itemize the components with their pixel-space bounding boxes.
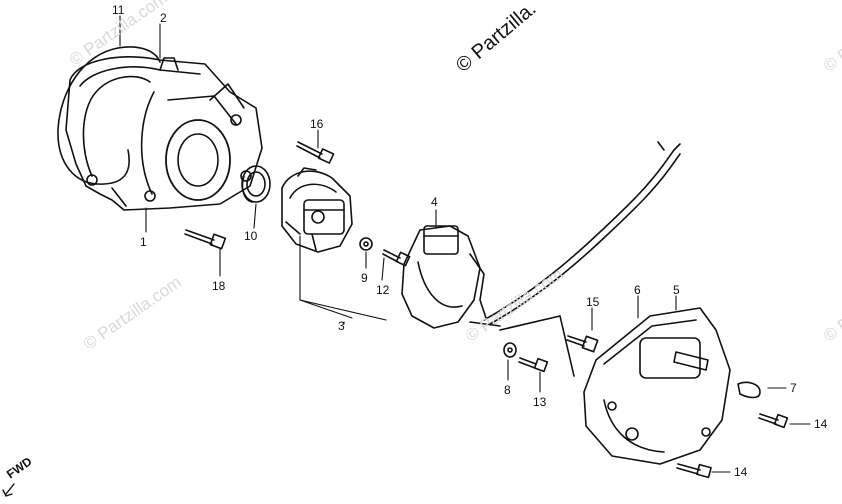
callout-9: 9 — [361, 271, 368, 285]
washer-part-8 — [503, 342, 517, 358]
callout-8: 8 — [504, 383, 511, 397]
callout-14: 14 — [814, 417, 828, 431]
callout-12: 12 — [376, 283, 390, 297]
callout-14: 14 — [734, 465, 748, 479]
crankcase-cover-part-1 — [65, 56, 263, 211]
outer-cover-part-5 — [583, 307, 731, 465]
clip-part-7 — [737, 381, 761, 399]
forward-arrow-icon — [2, 483, 15, 497]
callout-16: 16 — [310, 117, 324, 131]
callout-4: 4 — [431, 195, 438, 209]
callout-11: 11 — [112, 3, 125, 17]
screw-part-13 — [518, 357, 549, 373]
callout-7: 7 — [790, 381, 797, 395]
ignition-plate-part-4 — [401, 225, 487, 329]
hardware-group-outline — [499, 315, 575, 377]
stator-part-3 — [281, 167, 353, 253]
callout-18: 18 — [212, 279, 226, 293]
callout-15: 15 — [586, 295, 600, 309]
callout-1: 1 — [140, 235, 147, 249]
callout-3: 3 — [338, 319, 345, 333]
callout-2: 2 — [160, 11, 167, 25]
screw-part-14-upper — [758, 413, 789, 429]
callout-13: 13 — [533, 395, 547, 409]
bolt-part-16 — [296, 141, 335, 164]
wire-harness — [469, 141, 681, 327]
oil-seal-part-10 — [241, 165, 271, 203]
callout-6: 6 — [634, 283, 641, 297]
washer-part-9 — [359, 237, 373, 251]
callout-10: 10 — [244, 229, 258, 243]
callout-5: 5 — [673, 283, 680, 297]
screw-part-14-lower — [676, 463, 712, 479]
leader-lines — [119, 15, 811, 473]
bolt-part-18 — [184, 229, 227, 250]
bolt-part-15 — [566, 335, 599, 353]
screw-part-12 — [382, 249, 411, 267]
